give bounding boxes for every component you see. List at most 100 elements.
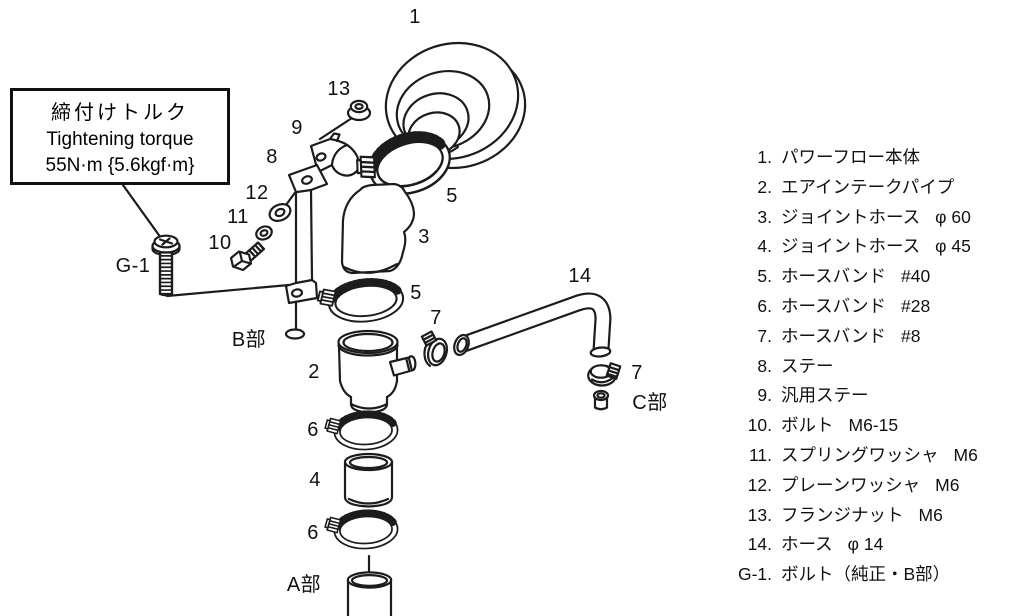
bolt-part10 [229,241,266,272]
parts-list: 1. パワーフロー本体 2. エアインテークパイプ 3. ジョイントホース φ 60 4… [726,143,1021,590]
plain-washer-part12 [268,203,292,222]
torque-note-box: 締付けトルク Tightening torque 55N·m {5.6kgf·m… [10,88,230,185]
parts-list-row: 11. スプリングワッシャ M6 [726,441,1021,471]
torque-title-en: Tightening torque [46,129,194,150]
callout-section-b: B部 [231,329,267,351]
part-name: ボルト（純正・B部） [781,564,951,585]
part-number: 10. [747,415,772,436]
hose-band-part7-right [587,362,622,387]
part-number: 4. [757,236,772,257]
part-name: ジョイントホース [781,206,921,227]
part-number: 2. [757,176,772,197]
part-name: フランジナット [781,504,904,525]
callout-part6-lower: 6 [307,522,319,544]
joint-hose-part4 [343,452,394,508]
air-filter-part1 [384,41,527,170]
parts-list-row: 1. パワーフロー本体 [726,143,1021,173]
part-name: ジョイントホース [781,236,921,257]
parts-list-row: 6. ホースバンド #28 [726,292,1021,322]
parts-list-row: 12. プレーンワッシャ M6 [726,471,1021,501]
callout-part4: 4 [309,469,321,491]
part-number: 12. [747,474,772,495]
parts-list-row: G-1. ボルト（純正・B部） [726,560,1021,590]
callout-part7-right: 7 [631,362,643,384]
part-name: 汎用ステー [781,385,869,406]
part-spec: φ 60 [935,206,971,227]
part-name: ホースバンド [781,266,886,287]
callout-part1: 1 [409,6,421,28]
part-spec: M6 [935,474,960,495]
hose-band-part5-lower [315,277,405,327]
part-number: 7. [757,325,772,346]
part-number: 1. [757,147,772,167]
callout-g1: G-1 [115,255,151,277]
callout-section-a: A部 [286,574,322,596]
hose-band-part6-upper [324,411,399,452]
callout-part13: 13 [327,78,351,100]
part-name: ステー [781,355,834,376]
callout-part8: 8 [266,146,278,168]
callout-part6-upper: 6 [307,419,319,441]
part-name: パワーフロー本体 [781,147,920,167]
hose-band-part6-lower [324,510,399,551]
part-number: 3. [757,206,772,227]
callout-part5-upper: 5 [446,185,458,207]
part-number: 5. [757,266,772,287]
joint-hose-part3 [340,182,416,275]
section-a-pipe [346,571,393,616]
part-number: 13. [747,504,772,525]
part-number: 11. [748,444,772,465]
part-spec: φ 45 [935,236,971,257]
parts-list-row: 3. ジョイントホース φ 60 [726,203,1021,233]
parts-list-row: 10. ボルト M6-15 [726,411,1021,441]
hose-band-part7-left [420,330,449,368]
parts-list-row: 9. 汎用ステー [726,381,1021,411]
part-spec: φ 14 [847,534,884,555]
callout-part5-lower: 5 [410,282,422,304]
part-name: ホースバンド [781,295,886,316]
callout-section-c: C部 [632,392,668,414]
stay-part8 [284,163,329,305]
part-spec: #8 [901,325,921,346]
callout-part12: 12 [245,182,269,204]
part-number: 8. [757,355,772,376]
callout-part11: 11 [227,206,249,228]
part-spec: M6-15 [848,415,899,436]
section-b-hole [284,328,306,340]
part-spec: #40 [901,266,931,287]
callout-part2: 2 [308,361,320,383]
part-name: ホースバンド [781,325,886,346]
callout-part3: 3 [418,226,430,248]
parts-list-row: 5. ホースバンド #40 [726,262,1021,292]
callout-part14: 14 [568,265,592,287]
parts-list-row: 2. エアインテークパイプ [726,173,1021,203]
part-spec: M6 [918,504,943,525]
universal-stay-part9 [309,132,360,177]
parts-list-row: 4. ジョイントホース φ 45 [726,232,1021,262]
parts-list-row: 13. フランジナット M6 [726,501,1021,531]
bolt-g1 [151,234,181,297]
callout-part10: 10 [208,232,232,254]
part-spec: #28 [901,295,931,316]
part-spec: M6 [953,444,978,465]
flange-nut-part13 [346,99,372,122]
part-name: エアインテークパイプ [781,176,955,197]
part-name: ホース [781,534,833,555]
callout-part9: 9 [291,117,303,139]
part-number: 9. [757,385,772,406]
torque-title-ja: 締付けトルク [51,102,189,124]
section-c-nipple [592,389,610,411]
part-name: プレーンワッシャ [781,474,921,495]
part-number: 6. [757,295,772,316]
callout-part7-left: 7 [430,307,442,329]
hose-part14 [453,292,612,358]
spring-washer-part11 [255,225,273,241]
part-number: G-1. [737,564,772,585]
air-intake-pipe-part2 [337,329,417,414]
part-name: スプリングワッシャ [781,444,939,465]
torque-value: 55N·m {5.6kgf·m} [45,155,195,176]
part-name: ボルト [781,415,834,436]
